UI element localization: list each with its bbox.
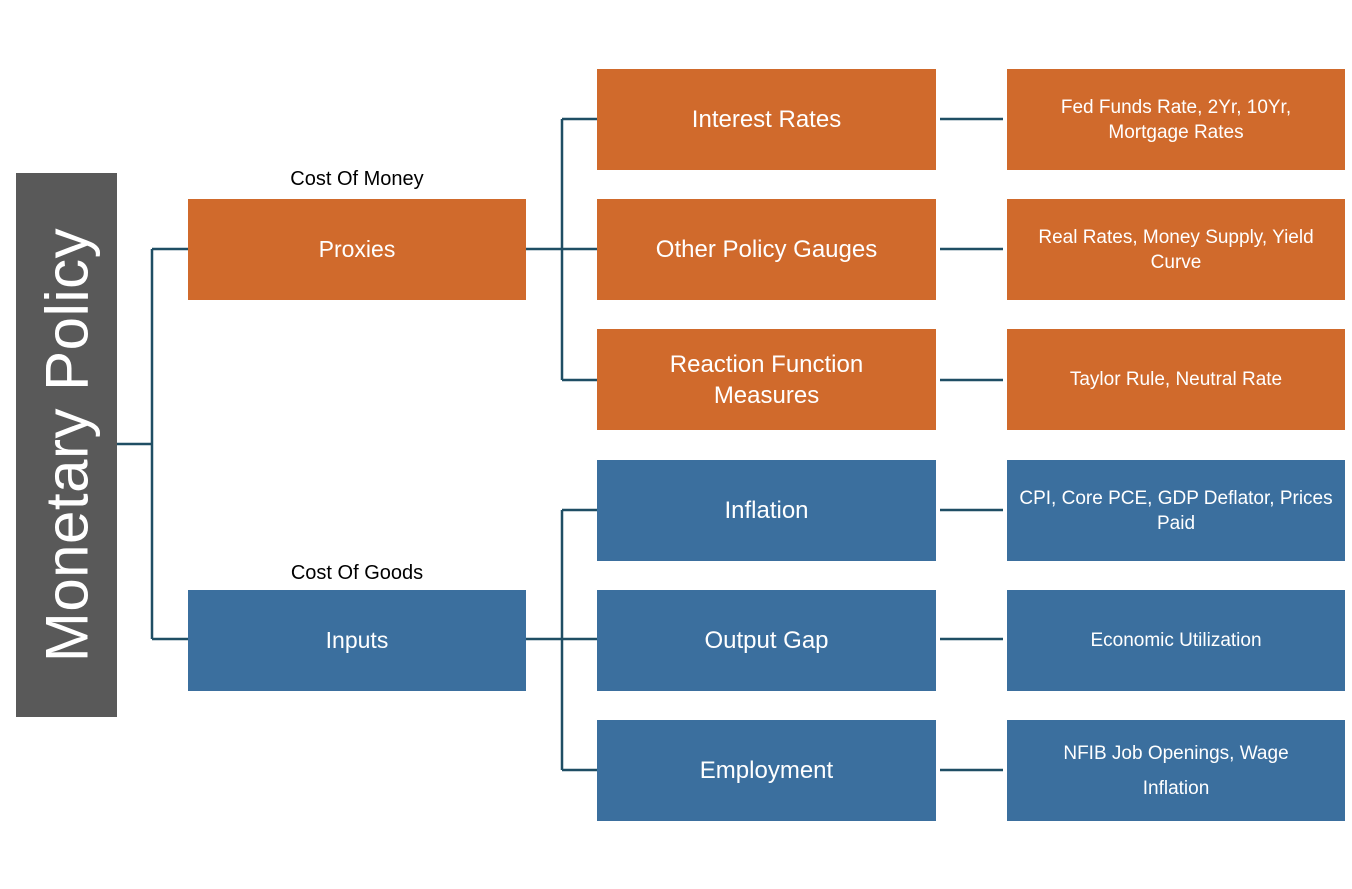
root-label: Monetary Policy [33,227,100,663]
inputs-label: Inputs [325,627,389,653]
output-gap-detail-box: Economic Utilization [1007,590,1345,691]
employment-detail: NFIB Job Openings, Wage Inflation [1063,742,1289,799]
reaction-function-measures-box: Reaction Function Measures [597,329,936,430]
interest-rates-detail: Fed Funds Rate, 2Yr, 10Yr, Mortgage Rate… [1060,96,1292,143]
employment-detail-box: NFIB Job Openings, Wage Inflation [1007,720,1345,821]
employment-label: Employment [699,757,834,784]
interest-rates-detail-box: Fed Funds Rate, 2Yr, 10Yr, Mortgage Rate… [1007,69,1345,170]
output-gap-box: Output Gap [597,590,936,691]
proxies-box: Proxies [188,199,526,300]
other-policy-gauges-box: Other Policy Gauges [597,199,936,300]
interest-rates-label: Interest Rates [691,106,842,133]
cost-of-money-caption: Cost Of Money [290,168,424,190]
inflation-detail-box: CPI, Core PCE, GDP Deflator, Prices Paid [1007,460,1345,561]
monetary-policy-root-box: Monetary Policy [16,173,117,717]
reaction-function-detail-box: Taylor Rule, Neutral Rate [1007,329,1345,430]
inflation-box: Inflation [597,460,936,561]
reaction-function-detail: Taylor Rule, Neutral Rate [1069,369,1283,390]
other-policy-gauges-detail: Real Rates, Money Supply, Yield Curve [1038,226,1314,273]
inflation-label: Inflation [724,497,809,524]
proxies-label: Proxies [318,236,396,262]
reaction-function-measures-label: Reaction Function Measures [669,350,864,409]
inflation-detail: CPI, Core PCE, GDP Deflator, Prices Paid [1019,487,1333,534]
cost-of-goods-caption: Cost Of Goods [290,562,424,584]
inputs-box: Inputs [188,590,526,691]
other-policy-gauges-detail-box: Real Rates, Money Supply, Yield Curve [1007,199,1345,300]
other-policy-gauges-label: Other Policy Gauges [655,236,878,263]
output-gap-label: Output Gap [704,627,829,654]
employment-box: Employment [597,720,936,821]
output-gap-detail: Economic Utilization [1090,630,1262,651]
interest-rates-box: Interest Rates [597,69,936,170]
